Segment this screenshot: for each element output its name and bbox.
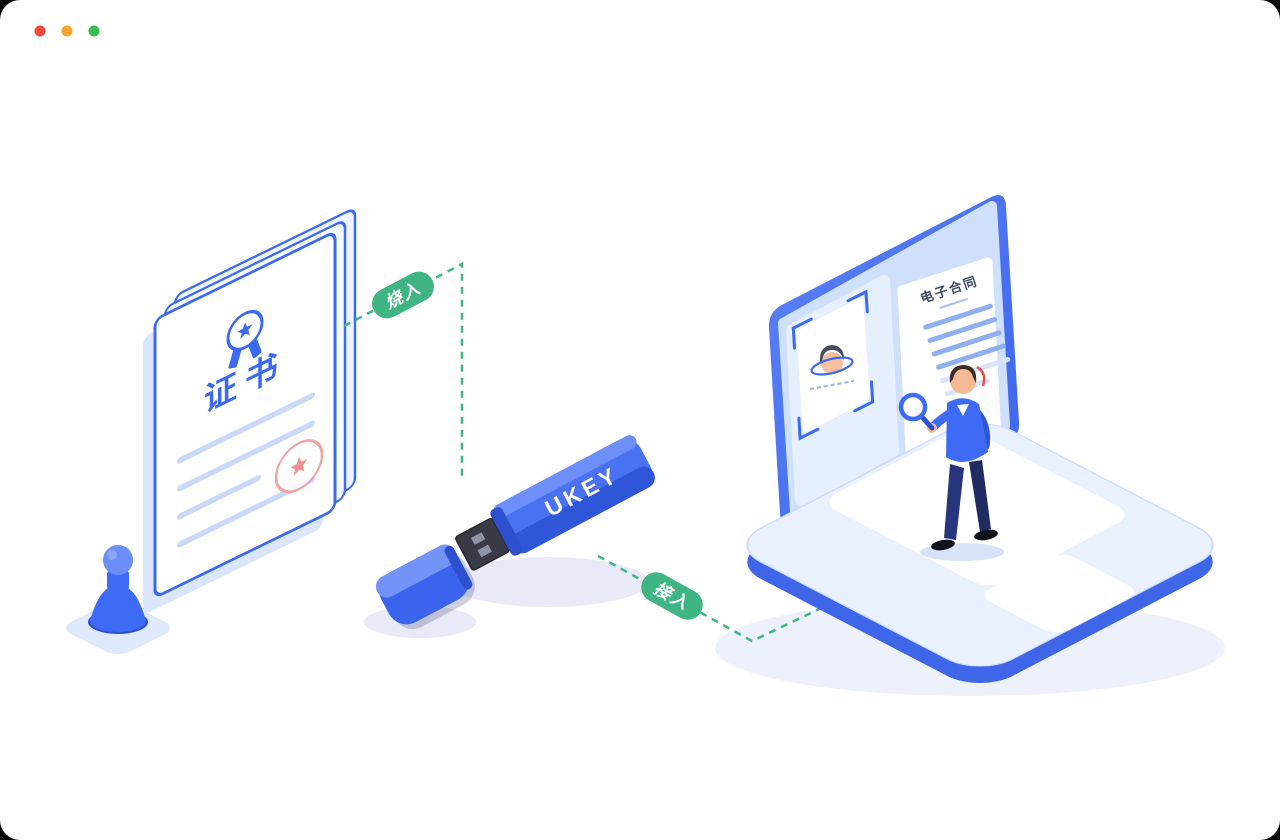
certificate-seal-icon xyxy=(274,439,324,494)
medal-icon xyxy=(226,309,264,369)
signal-arc-icon xyxy=(976,365,986,387)
ink-stamp-icon xyxy=(88,545,148,634)
certificate-document: 证书 xyxy=(143,209,357,613)
maximize-button[interactable] xyxy=(88,25,100,37)
contract-text-lines xyxy=(923,298,1011,397)
face-scan-card xyxy=(791,289,875,441)
face-avatar-icon xyxy=(809,345,855,390)
minimize-button[interactable] xyxy=(61,25,73,37)
face-scan-brackets xyxy=(791,289,875,441)
person-figure xyxy=(898,365,1004,561)
ukey-shadow xyxy=(448,557,648,607)
close-button[interactable] xyxy=(34,25,46,37)
window-controls xyxy=(34,25,100,37)
trackpad-area xyxy=(984,554,1134,633)
usb-cap xyxy=(375,544,475,630)
magnifier-icon xyxy=(898,392,935,431)
face-scan-ring xyxy=(810,356,854,376)
usb-drive: UKEY xyxy=(455,435,655,571)
plug-in-label-pill: 接入 xyxy=(641,572,703,620)
burn-in-label-pill: 烧入 xyxy=(372,271,434,319)
usb-connector-icon xyxy=(455,517,510,571)
